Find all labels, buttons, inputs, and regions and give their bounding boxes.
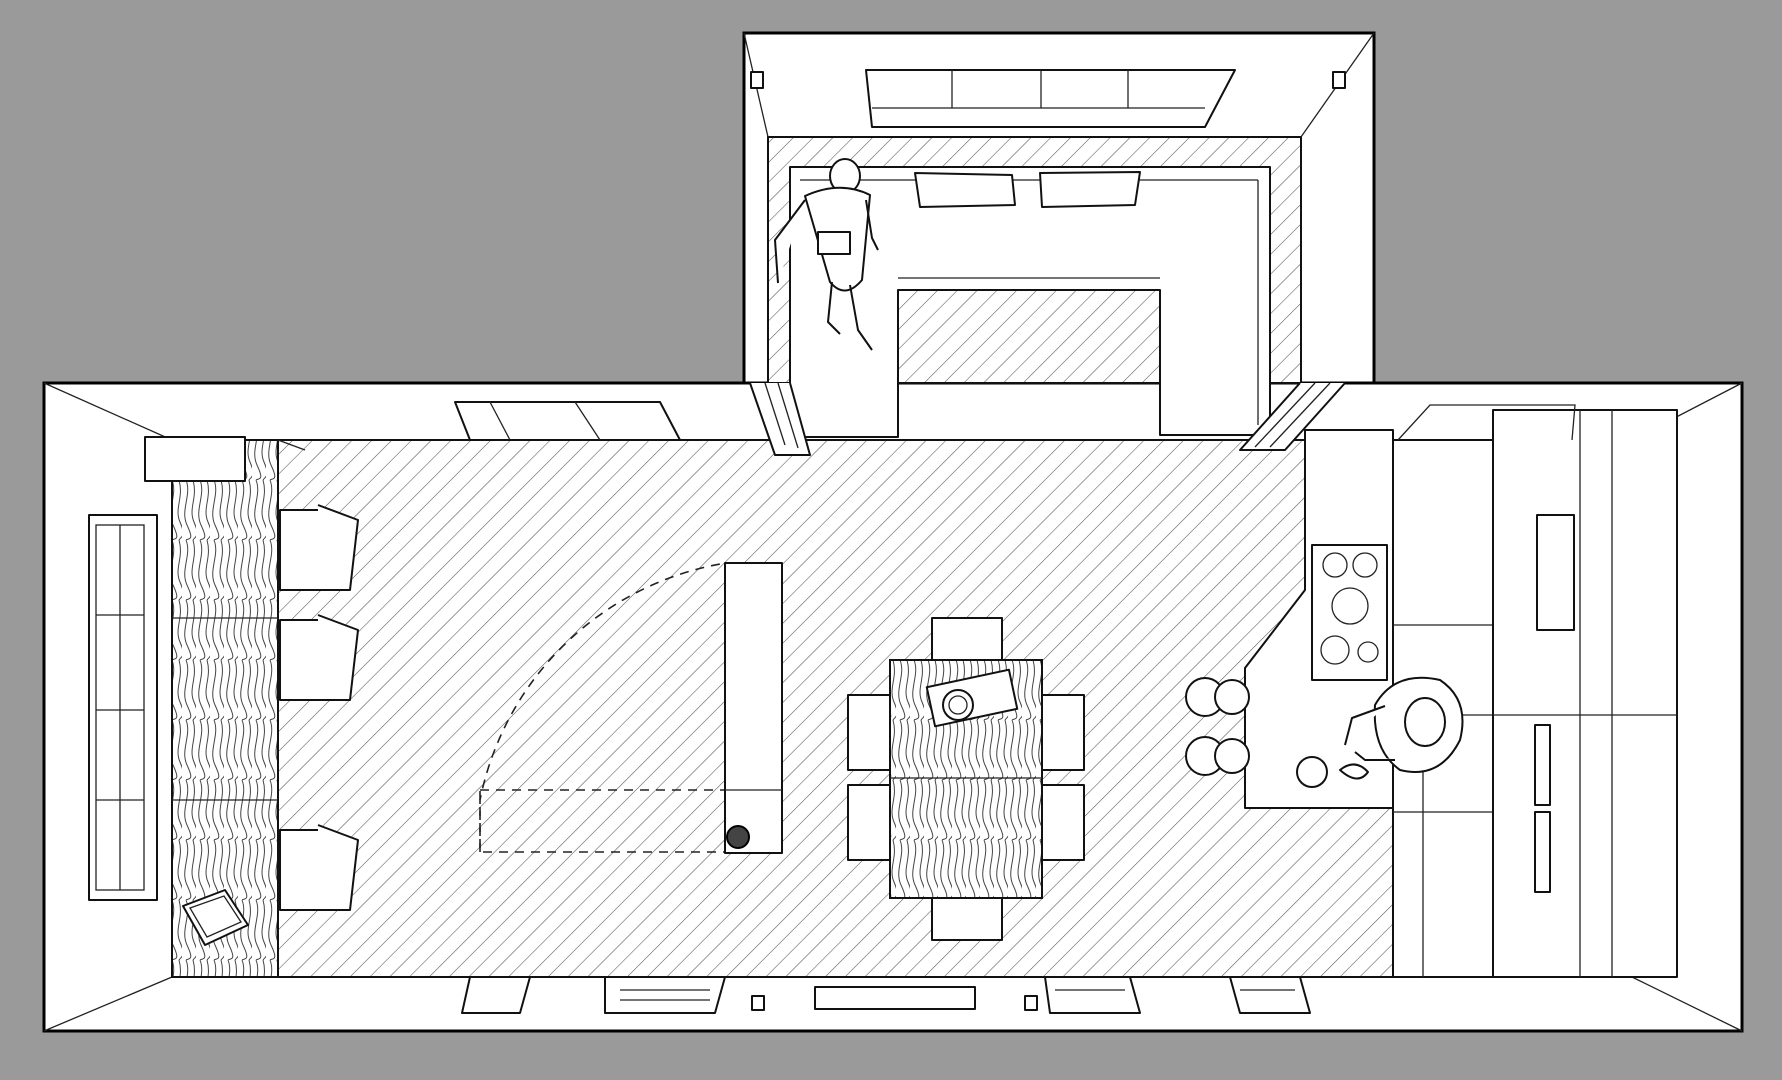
door-swing-arc <box>479 562 727 852</box>
arm <box>1344 705 1386 746</box>
curtains <box>749 382 1346 456</box>
outlet <box>751 995 765 1011</box>
desk-chair <box>279 614 359 701</box>
dining-area <box>847 617 1085 941</box>
top-wall-window <box>454 401 681 441</box>
bench-box <box>144 436 246 482</box>
sofa-cushion <box>1039 171 1141 208</box>
book <box>817 231 851 255</box>
partition-cabinet <box>479 562 783 854</box>
woman-walking <box>774 158 879 351</box>
sofa <box>789 166 1271 438</box>
floor-vent <box>814 986 976 1010</box>
left-window <box>88 514 158 901</box>
left-leg <box>827 281 841 335</box>
dining-chair <box>931 897 1003 941</box>
wall-light <box>750 71 764 89</box>
kitchen-island <box>1244 429 1394 809</box>
bottom-wall-windows <box>461 976 1311 1014</box>
sofa-cushion <box>914 172 1016 208</box>
right-arm <box>865 199 879 251</box>
wall-oven <box>1536 514 1575 631</box>
trash-bin <box>726 825 750 849</box>
dining-chair <box>1041 694 1085 771</box>
cooktop <box>1311 544 1388 681</box>
wall-light <box>1332 71 1346 89</box>
window-seat-bench <box>144 436 306 978</box>
dining-chair <box>931 617 1003 661</box>
arm <box>1354 751 1395 761</box>
bowl <box>1296 756 1328 788</box>
desk-chairs <box>279 504 359 911</box>
person-cooking <box>1344 676 1464 773</box>
desk-chair <box>279 824 359 911</box>
head <box>1404 697 1446 747</box>
dining-chair <box>847 784 891 861</box>
dining-chair <box>847 694 891 771</box>
outlet <box>1024 995 1038 1011</box>
plate <box>942 689 974 721</box>
food <box>1339 763 1369 780</box>
desk-chair <box>279 504 359 591</box>
appliance <box>1534 724 1551 806</box>
right-leg <box>849 284 873 351</box>
dining-chair <box>1041 784 1085 861</box>
kitchen-cabinets <box>1392 404 1678 978</box>
laptop <box>182 889 249 946</box>
left-arm <box>774 199 806 284</box>
appliance <box>1534 811 1551 893</box>
alcove-window <box>750 69 1346 128</box>
bar-stools <box>1185 677 1250 776</box>
